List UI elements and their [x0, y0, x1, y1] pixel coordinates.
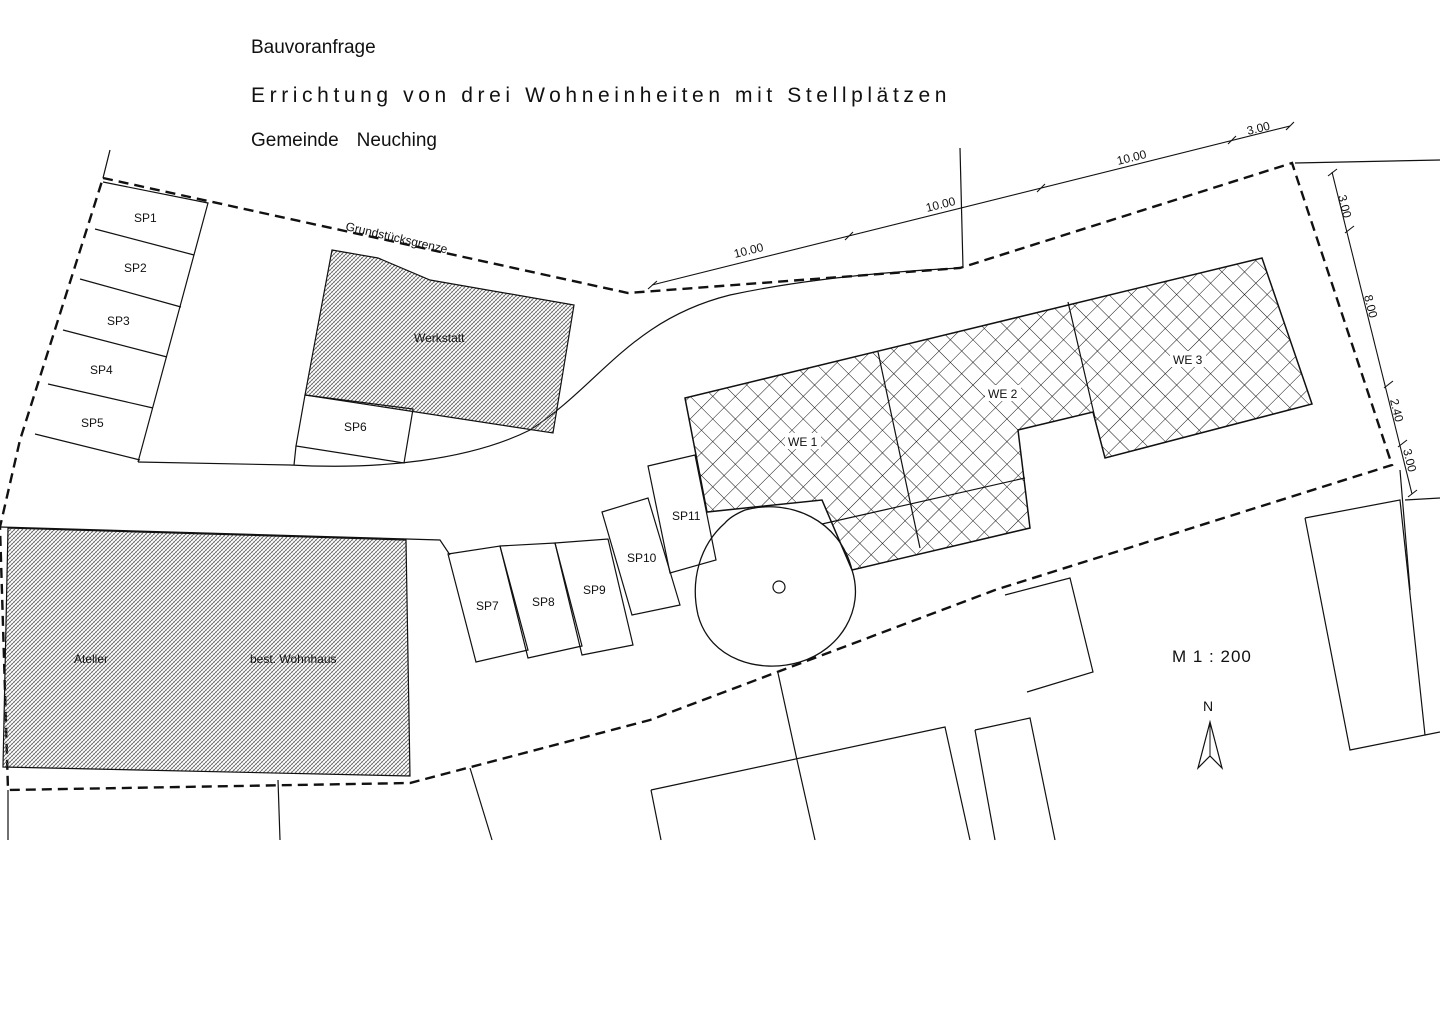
parking-label-sp2: SP2: [124, 261, 147, 275]
tree-outline: [694, 506, 857, 667]
parking-label-sp10: SP10: [627, 551, 657, 565]
right-dimension-chain: [1327, 168, 1418, 498]
dim-right-2: 8.00: [1361, 293, 1380, 319]
dim-top-4: 3.00: [1245, 119, 1271, 138]
boundary-label: Grundstücksgrenze: [344, 219, 449, 256]
unit-label-we1: WE 1: [788, 435, 818, 449]
north-label: N: [1203, 698, 1213, 714]
dim-right-3: 2.40: [1387, 397, 1406, 423]
unit-label-we2: WE 2: [988, 387, 1018, 401]
parking-label-sp1: SP1: [134, 211, 157, 225]
workshop-label: Werkstatt: [414, 331, 465, 345]
parking-label-sp8: SP8: [532, 595, 555, 609]
parking-label-sp7: SP7: [476, 599, 499, 613]
property-boundary: [0, 161, 1394, 792]
drawing-title: Bauvoranfrage: [251, 37, 376, 58]
dim-top-2: 10.00: [924, 194, 957, 215]
existing-house-label: best. Wohnhaus: [250, 652, 337, 666]
studio-label: Atelier: [74, 652, 108, 666]
parking-label-sp6: SP6: [344, 420, 367, 434]
residential-units: [684, 257, 1313, 571]
project-description: Errichtung von drei Wohneinheiten mit St…: [251, 84, 952, 107]
unit-label-we3: WE 3: [1173, 353, 1203, 367]
parking-label-sp4: SP4: [90, 363, 113, 377]
municipality-label: Gemeinde: [251, 130, 339, 151]
parking-label-sp3: SP3: [107, 314, 130, 328]
municipality-line: Gemeinde Neuching: [251, 130, 455, 152]
parking-label-sp11: SP11: [672, 509, 701, 523]
top-dimension-chain: [647, 121, 1295, 290]
parking-label-sp9: SP9: [583, 583, 606, 597]
dim-top-3: 10.00: [1115, 147, 1148, 168]
scale-label: M 1 : 200: [1172, 647, 1252, 666]
parking-label-sp5: SP5: [81, 416, 104, 430]
tree-trunk: [772, 580, 786, 594]
dim-right-1: 3.00: [1335, 193, 1354, 219]
dim-right-4: 3.00: [1400, 447, 1419, 473]
municipality-name: Neuching: [356, 130, 437, 151]
existing-house: [2, 527, 411, 777]
